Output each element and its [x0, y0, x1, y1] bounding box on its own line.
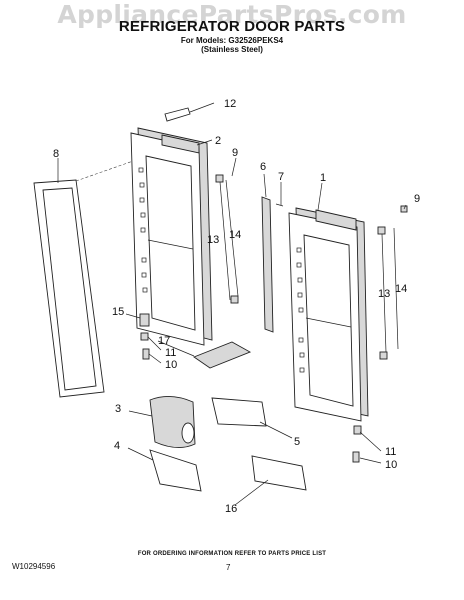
document-number: W10294596 [12, 562, 56, 571]
left-door-shelf-clips [138, 167, 148, 293]
callout-11-right: 11 [385, 446, 396, 458]
callout-15: 15 [112, 306, 124, 318]
ice-bin-cover[interactable] [149, 396, 196, 448]
page-title: REFRIGERATOR DOOR PARTS [118, 18, 346, 35]
door-shelf-part[interactable] [193, 341, 252, 369]
callout-10-left: 10 [165, 359, 177, 371]
callout-13-left: 13 [207, 234, 219, 246]
callout-8: 8 [53, 148, 59, 160]
finish-line: (Stainless Steel) [201, 45, 263, 54]
right-hinge-pin[interactable] [353, 425, 362, 435]
right-hinge-screw[interactable] [352, 451, 360, 463]
right-door-part[interactable] [288, 207, 369, 422]
model-line: For Models: G32526PEKS4 [180, 36, 284, 45]
ice-bucket[interactable] [149, 449, 202, 492]
callout-5: 5 [294, 436, 300, 448]
callout-14-right: 14 [395, 283, 407, 295]
callout-13-right: 13 [378, 288, 390, 300]
callout-14-left: 14 [229, 229, 241, 241]
callout-10-right: 10 [385, 459, 397, 471]
callout-7: 7 [278, 171, 284, 183]
callout-9-left: 9 [232, 147, 238, 159]
hinge-screw[interactable] [142, 348, 150, 360]
callout-6: 6 [260, 161, 266, 173]
callout-2: 2 [215, 135, 221, 147]
callout-16: 16 [225, 503, 237, 515]
door-bin-upper[interactable] [211, 397, 267, 427]
callout-12: 12 [224, 98, 236, 110]
callout-4: 4 [114, 440, 120, 452]
door-trim-cap[interactable] [164, 107, 191, 122]
left-door-part[interactable] [130, 127, 213, 346]
right-door-shelf-clips [296, 247, 305, 373]
door-gasket-part[interactable] [33, 179, 105, 398]
watermark: AppliancePartsPros.com [57, 0, 407, 29]
left-handle-mounts[interactable] [215, 174, 239, 304]
hinge-pin[interactable] [140, 332, 149, 341]
callout-9-right: 9 [414, 193, 420, 205]
mullion-screw[interactable] [275, 203, 284, 207]
guide-line [75, 159, 137, 182]
ordering-note: FOR ORDERING INFORMATION REFER TO PARTS … [137, 551, 327, 557]
door-bin-lower[interactable] [251, 455, 307, 491]
lower-hinge[interactable] [139, 313, 150, 327]
leader-lines [57, 102, 407, 506]
page-number: 7 [226, 563, 231, 572]
callout-17: 17 [158, 335, 170, 347]
callout-3: 3 [115, 403, 121, 415]
callout-11-left: 11 [165, 347, 176, 359]
door-mullion[interactable] [261, 196, 274, 333]
callout-1: 1 [320, 172, 326, 184]
